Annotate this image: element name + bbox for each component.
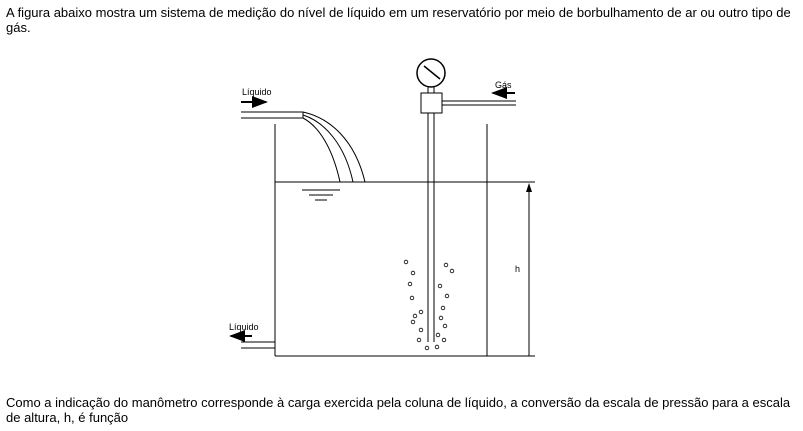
gas-label: Gás: [495, 80, 512, 90]
outlet-pipe: [241, 341, 275, 349]
pressure-gauge-icon: [416, 58, 446, 93]
outlet-label: Líquido: [229, 322, 259, 332]
intro-paragraph: A figura abaixo mostra um sistema de med…: [6, 5, 791, 35]
liquid-surface: [275, 181, 535, 201]
gas-supply-line: [442, 100, 516, 106]
height-dimension: [487, 183, 535, 357]
inlet-label: Líquido: [242, 87, 272, 97]
tank: [274, 124, 488, 357]
gas-bubbles: [403, 259, 455, 351]
regulator-box: [420, 92, 443, 114]
question-paragraph: Como a indicação do manômetro correspond…: [6, 395, 791, 425]
height-label: h: [515, 264, 520, 274]
bubbler-tube: [427, 113, 435, 342]
inlet-pipe: [241, 111, 366, 183]
